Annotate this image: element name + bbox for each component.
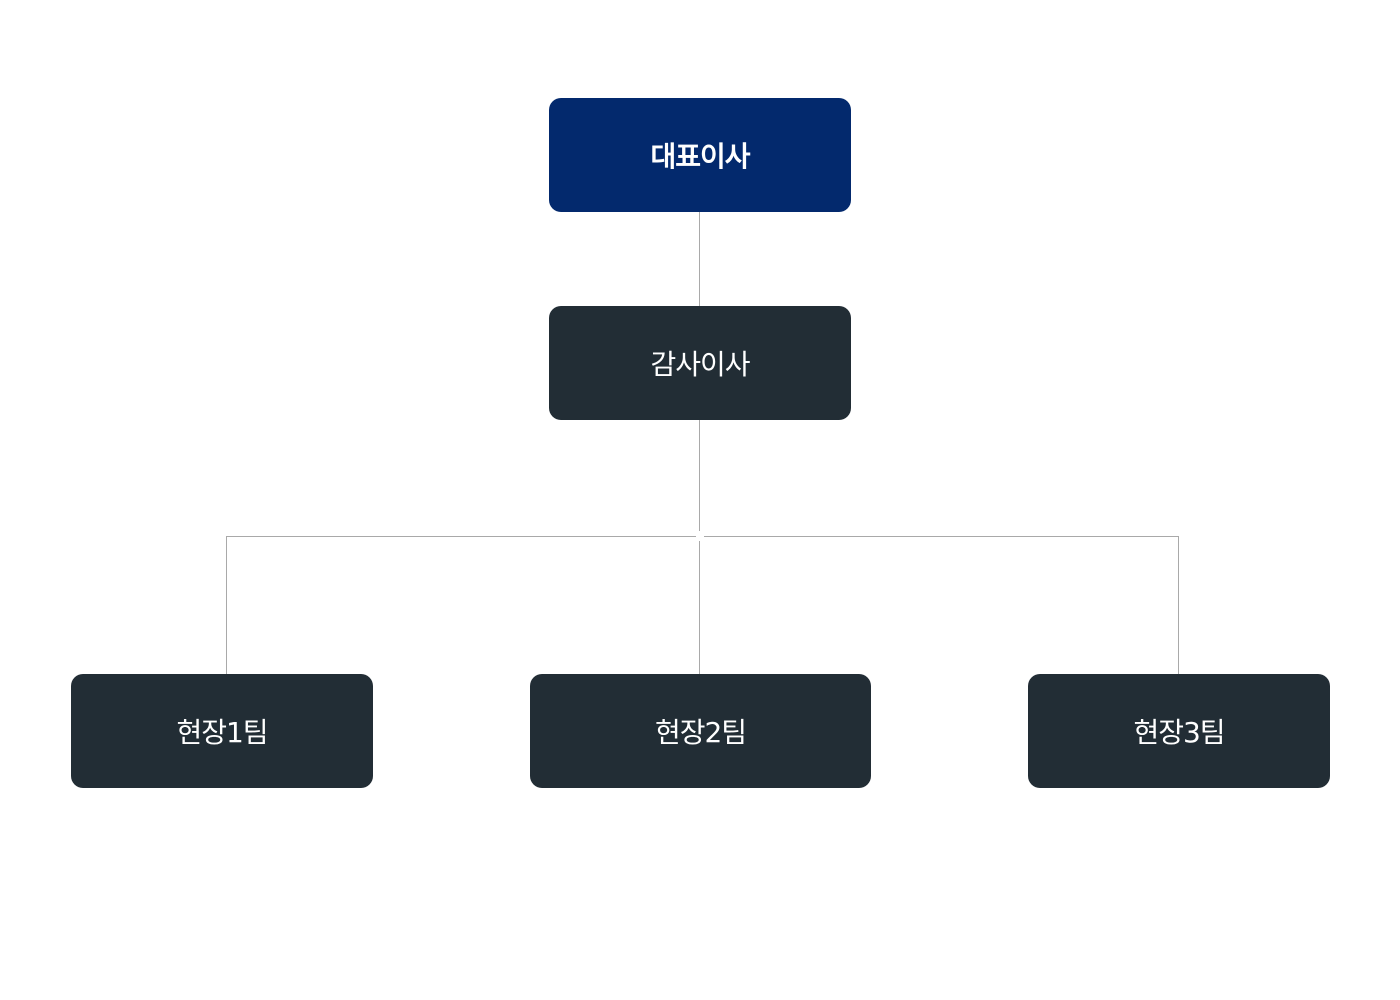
- connector-auditor-trunk: [699, 420, 700, 531]
- node-team-1-label: 현장1팀: [176, 716, 268, 749]
- connector-team3: [1178, 536, 1179, 674]
- connector-horizontal-left: [226, 536, 696, 537]
- node-team-2: 현장2팀: [530, 674, 871, 788]
- node-auditor-label: 감사이사: [650, 348, 750, 381]
- node-team-3-label: 현장3팀: [1133, 716, 1225, 749]
- node-team-3: 현장3팀: [1028, 674, 1330, 788]
- node-auditor: 감사이사: [549, 306, 851, 420]
- connector-team1: [226, 536, 227, 674]
- node-ceo-label: 대표이사: [650, 140, 750, 173]
- connector-team2: [699, 541, 700, 674]
- node-ceo: 대표이사: [549, 98, 851, 212]
- connector-ceo-auditor: [699, 212, 700, 306]
- node-team-1: 현장1팀: [71, 674, 373, 788]
- connector-horizontal-right: [704, 536, 1179, 537]
- node-team-2-label: 현장2팀: [654, 716, 747, 749]
